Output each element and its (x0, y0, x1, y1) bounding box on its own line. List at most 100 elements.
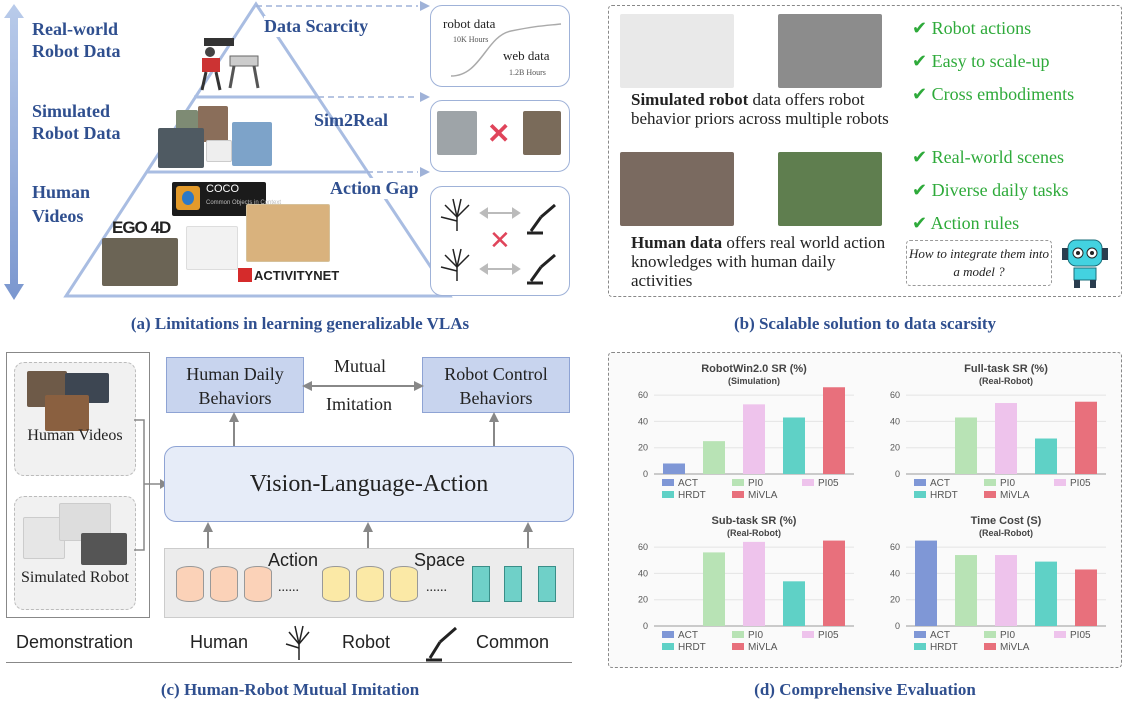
legend-label: PI05 (818, 478, 839, 489)
bar-pi0 (955, 555, 977, 626)
legend-label: PI05 (1070, 478, 1091, 489)
check-icon: ✔ (912, 180, 928, 200)
arrow-icons (479, 207, 521, 275)
legend-swatch (914, 643, 926, 650)
legend-label: MiVLA (748, 490, 778, 501)
y-tick-label: 60 (638, 390, 648, 400)
human-data-image-2 (778, 152, 882, 226)
legend-label: PI05 (818, 630, 839, 641)
legend-swatch (984, 643, 996, 650)
legend-swatch (732, 631, 744, 638)
y-tick-label: 40 (638, 568, 648, 578)
check-icon: ✔ (912, 84, 928, 104)
legend-swatch (984, 631, 996, 638)
legend-swatch (662, 491, 674, 498)
caption-d: (d) Comprehensive Evaluation (754, 680, 976, 699)
bar-hrdt (1035, 561, 1057, 626)
common-token (472, 566, 490, 602)
activitynet-logo: ACTIVITYNET (238, 268, 339, 283)
bar-pi0 (703, 552, 725, 626)
legend-label: PI05 (1070, 630, 1091, 641)
gap-action-gap: Action Gap (330, 178, 419, 199)
demonstration-frame (6, 352, 150, 618)
action-gap-box: ✕ (430, 186, 570, 296)
check-item-action-rules: ✔ Action rules (912, 213, 1020, 233)
common-label: Common (476, 632, 550, 652)
human-daily-behaviors-box: Human Daily Behaviors (166, 357, 304, 413)
legend-swatch (732, 491, 744, 498)
check-item-cross-embodiments: ✔ Cross embodiments (912, 84, 1075, 104)
legend-label: MiVLA (1000, 642, 1030, 653)
quadruped-robots-image (200, 38, 260, 91)
legend-swatch (984, 491, 996, 498)
y-tick-label: 60 (890, 542, 900, 552)
bar-pi05 (743, 404, 765, 474)
sim-image-5 (232, 122, 272, 166)
human-token (210, 566, 238, 602)
legend-label: PI0 (748, 478, 763, 489)
bar-hrdt (783, 581, 805, 626)
chart-title: Full-task SR (%) (964, 363, 1048, 375)
real-robot-thumb (523, 111, 561, 155)
legend-swatch (802, 479, 814, 486)
y-tick-label: 40 (890, 416, 900, 426)
check-item-real-world: ✔ Real-world scenes (912, 147, 1065, 167)
human-videos-card: Human Videos (14, 362, 136, 476)
gap-sim2real: Sim2Real (314, 110, 388, 130)
legend-swatch (662, 479, 674, 486)
bar-pi0 (955, 417, 977, 474)
bar-mivla (1075, 569, 1097, 626)
legend-label: PI0 (748, 630, 763, 641)
sim-robot-thumb (437, 111, 477, 155)
caption-a: (a) Limitations in learning generalizabl… (130, 314, 470, 333)
y-tick-label: 60 (638, 542, 648, 552)
divider (6, 662, 572, 663)
bar-hrdt (1035, 438, 1057, 474)
sim-robot-image-2 (778, 14, 882, 88)
legend-label: ACT (930, 630, 950, 641)
hand-icon (440, 198, 470, 281)
label-human-videos: Human Videos (32, 182, 91, 226)
up-arrows-top (229, 412, 499, 446)
robot-control-behaviors-box: Robot Control Behaviors (422, 357, 570, 413)
legend-label: PI0 (1000, 630, 1015, 641)
sim-image-1 (176, 110, 198, 132)
robot-mascot-icon (1062, 239, 1108, 288)
check-icon: ✔ (912, 213, 928, 233)
chart-0: RobotWin2.0 SR (%)(Simulation)0204060ACT… (638, 363, 854, 501)
sim-robot-image-1 (620, 14, 734, 88)
human-data-image-1 (620, 152, 734, 226)
legend-swatch (732, 643, 744, 650)
ego4d-logo: EGO 4D (112, 218, 171, 237)
bar-act (663, 463, 685, 474)
common-token (538, 566, 556, 602)
sim-robot-description: Simulated robot data offers robot behavi… (631, 90, 889, 128)
chart-title: RobotWin2.0 SR (%) (701, 363, 807, 375)
robot-arm-icon (527, 203, 556, 285)
chart-title: Sub-task SR (%) (712, 515, 797, 527)
sim-image-4 (206, 140, 232, 162)
simulated-robot-card: Simulated Robot (14, 496, 136, 610)
legend-label: MiVLA (1000, 490, 1030, 501)
legend-label: ACT (678, 478, 698, 489)
robot-token (322, 566, 350, 602)
y-tick-label: 0 (895, 621, 900, 631)
human-token (244, 566, 272, 602)
y-tick-label: 40 (638, 416, 648, 426)
label-simulated: Simulated Robot Data (32, 101, 121, 143)
chart-subtitle: (Real-Robot) (727, 528, 781, 538)
y-tick-label: 60 (890, 390, 900, 400)
legend-swatch (732, 479, 744, 486)
y-tick-label: 0 (643, 469, 648, 479)
panel-b (608, 5, 1122, 297)
check-icon: ✔ (912, 51, 928, 71)
human-video-image-2 (186, 226, 238, 270)
legend-swatch (914, 491, 926, 498)
gap-data-scarcity: Data Scarcity (264, 16, 369, 37)
legend-label: HRDT (930, 490, 958, 501)
legend-swatch (914, 631, 926, 638)
check-item-scale-up: ✔ Easy to scale-up (912, 51, 1050, 71)
sim-image-3 (158, 128, 204, 168)
